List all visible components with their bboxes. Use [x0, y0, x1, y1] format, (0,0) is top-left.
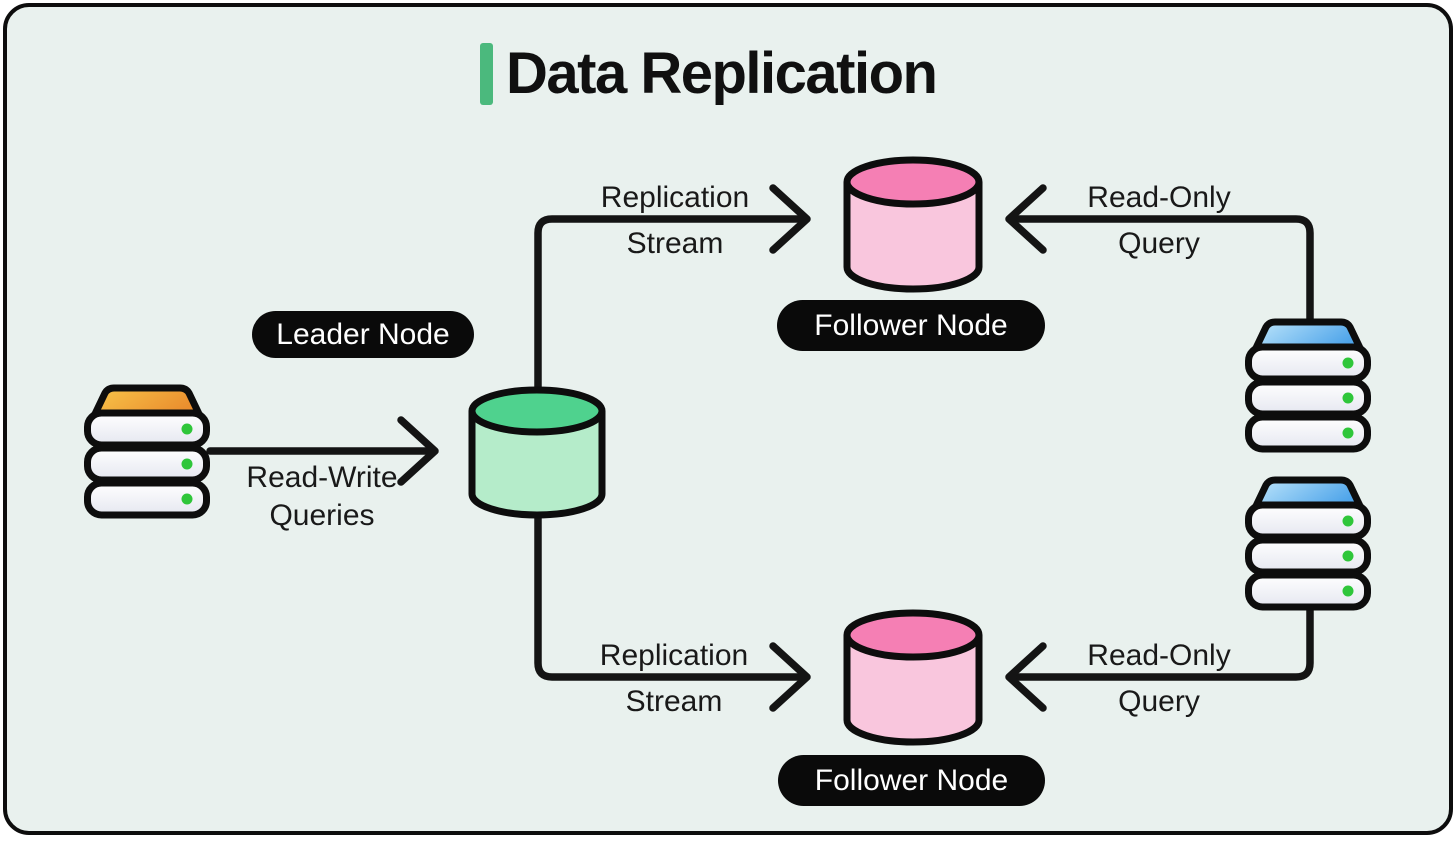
title-block: Data Replication: [480, 41, 938, 106]
edge-label-line: Replication: [600, 181, 750, 214]
client-server-left-icon: [84, 384, 210, 519]
server-led: [1342, 357, 1354, 369]
follower-bottom-database-icon: [843, 609, 983, 746]
edge-label-line: Queries: [269, 499, 375, 532]
edge-label-replication-bottom: Replication Stream: [600, 633, 748, 725]
leader-node-label-text: Leader Node: [276, 317, 450, 351]
follower-top-database-icon: [843, 156, 983, 293]
client-server-right-top-icon: [1245, 318, 1371, 453]
edge-label-line: Replication: [599, 639, 749, 672]
follower-node-bottom-label-text: Follower Node: [814, 763, 1009, 797]
diagram: [84, 156, 1371, 746]
edge-label-line: Read-Only: [1087, 181, 1231, 214]
server-led: [1342, 585, 1354, 597]
title-accent-bar: [480, 43, 493, 105]
edge-replication-top-arrow: [534, 184, 811, 419]
server-led: [1342, 392, 1354, 404]
client-server-right-bottom-icon: [1245, 476, 1371, 611]
edge-read-write-arrow: [206, 416, 439, 486]
edge-label-line: Stream: [626, 227, 724, 260]
leader-database-icon: [468, 386, 606, 519]
server-led: [1342, 427, 1354, 439]
edge-label-line: Query: [1118, 685, 1200, 718]
edge-label-line: Read-Write: [246, 461, 398, 494]
follower-node-top-label-text: Follower Node: [814, 308, 1008, 342]
edge-label-read-only-top: Read-Only Query: [1087, 175, 1230, 267]
page-title: Data Replication: [506, 41, 938, 106]
follower-node-bottom-label: Follower Node: [778, 755, 1045, 806]
edge-label-line: Query: [1118, 227, 1200, 260]
server-led: [181, 458, 193, 470]
edge-label-read-only-bottom: Read-Only Query: [1087, 633, 1230, 725]
follower-node-top-label: Follower Node: [777, 300, 1045, 351]
edge-read-only-top-arrow: [1005, 184, 1314, 327]
edge-label-line: Read-Only: [1087, 639, 1231, 672]
edge-label-read-write: Read-Write Queries: [246, 459, 397, 535]
infographic-panel: Data Replication: [3, 3, 1453, 835]
edge-label-line: Stream: [625, 685, 723, 718]
edge-read-only-bottom-arrow: [1005, 599, 1314, 712]
server-led: [181, 423, 193, 435]
edge-replication-bottom-arrow: [534, 473, 811, 712]
server-led: [181, 493, 193, 505]
leader-node-label: Leader Node: [252, 311, 474, 358]
edge-label-replication-top: Replication Stream: [601, 175, 749, 267]
server-led: [1342, 550, 1354, 562]
server-led: [1342, 515, 1354, 527]
